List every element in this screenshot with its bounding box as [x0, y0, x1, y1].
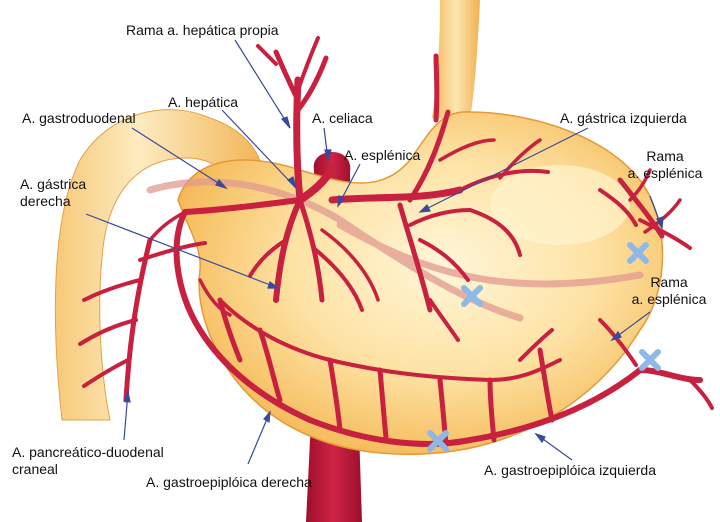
label-pancreatico-duodenal-line1: A. pancreático-duodenal	[12, 444, 164, 460]
label-rama-esplenica-mid-line1: Rama	[650, 274, 688, 290]
label-rama-esplenica-top-line1: Rama	[646, 148, 684, 164]
ligature-mark	[461, 285, 483, 307]
ligature-mark	[639, 349, 661, 371]
esophagus	[432, 0, 480, 120]
arteries	[78, 36, 714, 448]
label-gastrica-derecha-line2: derecha	[20, 193, 71, 209]
label-pancreatico-duodenal: A. pancreático-duodenal craneal	[12, 444, 164, 478]
label-hepatica: A. hepática	[168, 94, 239, 110]
label-gastroepiploica-izquierda: A. gastroepiplóica izquierda	[484, 462, 656, 478]
label-gastroepiploica-derecha: A. gastroepiplóica derecha	[146, 474, 312, 490]
ligature-mark	[627, 242, 649, 264]
label-esplenica: A. esplénica	[344, 147, 421, 163]
label-rama-hepatica-propia: Rama a. hepática propia	[126, 22, 279, 38]
ligature-marks	[427, 242, 661, 452]
label-rama-esplenica-mid-line2: a. esplénica	[631, 291, 707, 307]
label-rama-esplenica-top-line2: a. esplénica	[627, 165, 703, 181]
label-pancreatico-duodenal-line2: craneal	[12, 461, 58, 477]
label-gastrica-derecha: A. gástrica derecha	[20, 176, 86, 210]
label-gastrica-derecha-line1: A. gástrica	[20, 176, 87, 192]
pointer-lines	[85, 39, 664, 465]
label-gastroduodenal: A. gastroduodenal	[22, 110, 136, 126]
label-gastrica-izquierda: A. gástrica izquierda	[560, 110, 687, 126]
label-rama-esplenica-top: Rama a. esplénica	[620, 148, 710, 182]
label-celiaca: A. celiaca	[312, 110, 373, 126]
label-rama-esplenica-mid: Rama a. esplénica	[624, 274, 714, 308]
ligature-mark	[427, 430, 449, 452]
